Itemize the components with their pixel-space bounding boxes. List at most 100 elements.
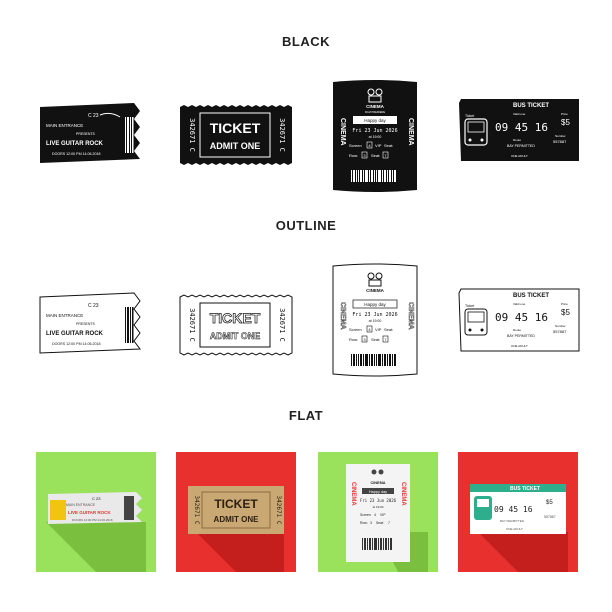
cinema-vip: VIP <box>375 143 382 148</box>
bus-ticket-label-outline: Ticket <box>465 304 474 308</box>
admit-serial-left-outline: 342671 C <box>188 308 196 342</box>
admit-ticket-flat-icon: TICKET ADMIT ONE 342671 C 342671 C <box>176 452 296 572</box>
concert-presents-outline: PRESENTS <box>76 322 96 326</box>
cinema-seat-outline: 7 <box>384 337 387 342</box>
bus-time-outline: 09 45 16 <box>495 311 548 324</box>
bus-price-label: Price <box>561 112 568 116</box>
concert-ticket-outline-icon: C 23 MAIN ENTRANCE PRESENTS LIVE GUITAR … <box>30 275 150 395</box>
admit-serial-right-outline: 342671 C <box>278 308 286 342</box>
cinema-side-left-outline: CINEMA <box>339 302 346 330</box>
cinema-side-right: CINEMA <box>407 118 414 146</box>
bus-price-label-outline: Price <box>561 302 568 306</box>
cinema-seat-label-flat: Seat: <box>376 521 384 525</box>
cinema-side-left: CINEMA <box>339 118 346 146</box>
bus-time: 09 45 16 <box>495 121 548 134</box>
cinema-seat-label-top: Seat: <box>384 143 393 148</box>
bus-price-outline: $5 <box>561 308 570 317</box>
cinema-row-label-outline: Row: <box>349 337 358 342</box>
bus-time-flat: 09 45 16 <box>494 505 533 514</box>
admit-subtitle: ADMIT ONE <box>210 141 261 151</box>
bus-number-flat: 557887 <box>544 515 556 519</box>
concert-band: LIVE GUITAR ROCK <box>46 141 104 147</box>
bus-price: $5 <box>561 118 570 127</box>
admit-serial-left-flat: 342671 C <box>193 496 200 525</box>
cinema-seat-label-outline: Seat: <box>371 337 380 342</box>
cinema-time: at 19:00 <box>369 135 382 139</box>
bus-valid-label-outline: Valid one <box>513 302 526 306</box>
concert-main-entrance-flat: MAIN ENTRANCE <box>66 503 96 507</box>
concert-main-entrance-outline: MAIN ENTRANCE <box>46 313 83 318</box>
concert-number-outline: C 23 <box>88 303 99 309</box>
cinema-screen-outline: 4 <box>368 327 371 332</box>
cinema-film: Happy day <box>364 118 386 123</box>
cinema-ticket-outline-icon: CINEMA CINEMA CINEMA Happy day Fri 23 Ju… <box>325 262 445 382</box>
cinema-date-flat: Fri 23 Jun 2026 <box>360 498 397 503</box>
section-title-flat: FLAT <box>288 408 324 423</box>
bus-ticket-flat-icon: BUS TICKET 09 45 16 $5 BAY PERMITTED 557… <box>458 452 578 572</box>
concert-date: DOORS 12:00 PM 14.06.2018 <box>52 152 101 156</box>
cinema-row-label-flat: Row: <box>360 521 368 525</box>
cinema-vip-outline: VIP <box>375 327 382 332</box>
cinema-ticket-black-icon: CINEMA CINEMA CINEMA FILM PREMIERE Happy… <box>325 78 445 198</box>
bus-route-flat: BAY PERMITTED <box>500 519 525 523</box>
cinema-screen-label-outline: Screen <box>349 327 362 332</box>
cinema-time-outline: at 19:00 <box>369 319 382 323</box>
cinema-side-left-flat: CINEMA <box>350 482 356 506</box>
admit-subtitle-outline: ADMIT ONE <box>210 331 261 341</box>
cinema-row-flat: 3 <box>370 521 372 525</box>
cinema-side-right-flat: CINEMA <box>400 482 406 506</box>
cinema-time-flat: at 19:00 <box>373 505 384 509</box>
admit-title-outline: TICKET <box>210 310 261 326</box>
cinema-screen-label-flat: Screen <box>360 513 371 517</box>
bus-footer: ONE ADULT <box>511 154 528 158</box>
bus-title: BUS TICKET <box>513 103 549 109</box>
bus-number-label-outline: Number <box>555 324 566 328</box>
cinema-seat: 7 <box>384 153 387 158</box>
cinema-side-right-outline: CINEMA <box>407 302 414 330</box>
cinema-film-flat: Happy day <box>369 490 387 494</box>
cinema-film-outline: Happy day <box>364 302 386 307</box>
bus-footer-flat: ONE ADULT <box>506 527 523 531</box>
bus-valid-label: Valid one <box>513 112 526 116</box>
section-title-black: BLACK <box>282 34 330 49</box>
cinema-seat-flat: 7 <box>388 521 390 525</box>
section-title-outline: OUTLINE <box>275 218 337 233</box>
cinema-name-outline: CINEMA <box>366 288 384 293</box>
admit-title-flat: TICKET <box>214 497 258 511</box>
concert-number-flat: C 23 <box>92 496 101 501</box>
bus-ticket-label: Ticket <box>465 114 474 118</box>
bus-ticket-outline-icon: BUS TICKET Ticket Valid one 09 45 16 Pri… <box>455 275 580 395</box>
cinema-name-flat: CINEMA <box>371 481 386 485</box>
bus-route-outline: BAY PERMITTED <box>507 334 535 338</box>
admit-ticket-outline-icon: TICKET ADMIT ONE 342671 C 342671 C <box>176 275 296 395</box>
bus-title-outline: BUS TICKET <box>513 293 549 299</box>
admit-subtitle-flat: ADMIT ONE <box>214 515 260 524</box>
cinema-screen-label: Screen <box>349 143 362 148</box>
bus-number: 557887 <box>553 139 567 144</box>
concert-band-outline: LIVE GUITAR ROCK <box>46 331 104 337</box>
cinema-date: Fri 23 Jun 2026 <box>352 128 397 134</box>
bus-route-label: Route <box>513 138 521 142</box>
bus-ticket-black-icon: BUS TICKET Ticket Valid one 09 45 16 Pri… <box>455 85 579 205</box>
concert-date-outline: DOORS 12:00 PM 14.06.2018 <box>52 342 101 346</box>
bus-number-outline: 557887 <box>553 329 567 334</box>
concert-main-entrance: MAIN ENTRANCE <box>46 123 83 128</box>
cinema-ticket-flat-icon: CINEMA CINEMA CINEMA Happy day Fri 23 Ju… <box>318 452 438 572</box>
concert-presents: PRESENTS <box>76 132 96 136</box>
cinema-vip-flat: VIP <box>380 513 386 517</box>
concert-ticket-black-icon: C 23 MAIN ENTRANCE PRESENTS LIVE GUITAR … <box>30 85 150 205</box>
cinema-sub: FILM PREMIERE <box>365 110 385 114</box>
cinema-row: 3 <box>363 153 366 158</box>
concert-band-flat: LIVE GUITAR ROCK <box>68 510 111 515</box>
cinema-screen-flat: 4 <box>374 513 376 517</box>
cinema-seat-label-top-outline: Seat: <box>384 327 393 332</box>
bus-route: BAY PERMITTED <box>507 144 535 148</box>
admit-ticket-black-icon: TICKET ADMIT ONE 342671 C 342671 C <box>176 85 296 205</box>
concert-date-flat: DOORS 12:00 PM 14.06.2018 <box>72 518 113 522</box>
bus-number-label: Number <box>555 134 566 138</box>
admit-serial-left: 342671 C <box>188 118 196 152</box>
admit-title: TICKET <box>210 120 261 136</box>
cinema-screen: 4 <box>368 143 371 148</box>
cinema-date-outline: Fri 23 Jun 2026 <box>352 312 397 318</box>
cinema-name: CINEMA <box>366 104 384 109</box>
